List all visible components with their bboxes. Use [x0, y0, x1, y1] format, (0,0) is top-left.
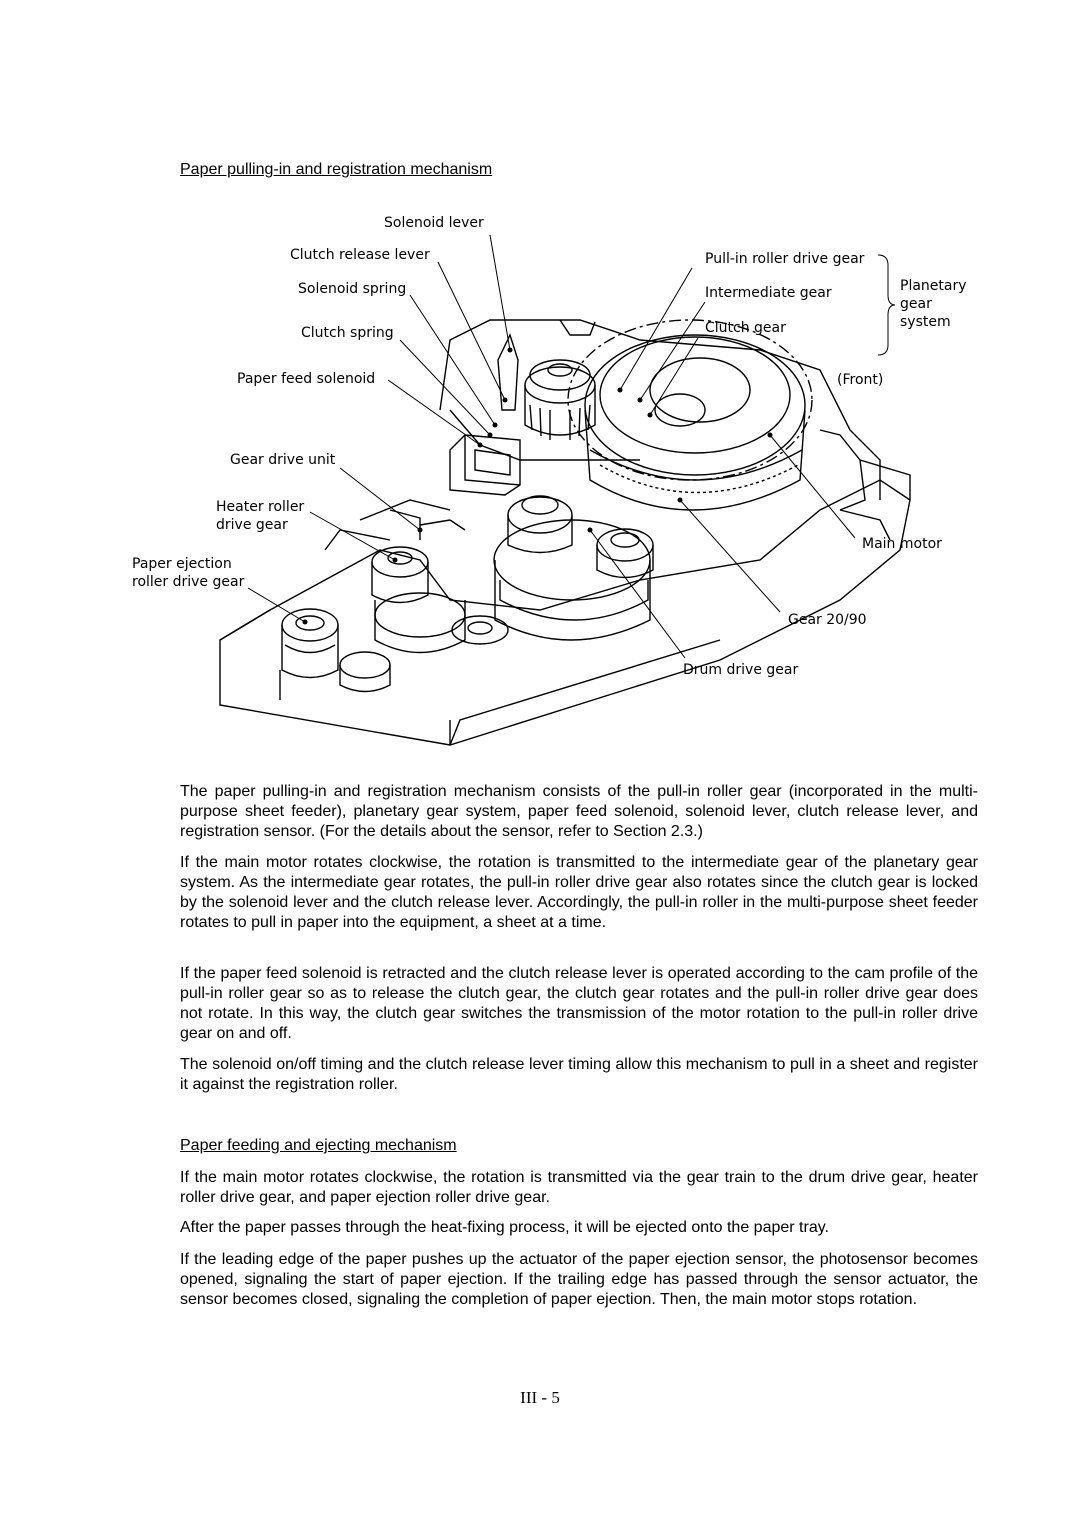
label-planetary-line3: system	[900, 314, 951, 330]
label-gear-20-90: Gear 20/90	[788, 612, 867, 628]
label-front: (Front)	[837, 372, 884, 388]
paragraph-gear-train: If the main motor rotates clockwise, the…	[180, 1169, 978, 1206]
label-paper-feed-solenoid: Paper feed solenoid	[237, 371, 376, 387]
label-drum-drive-gear: Drum drive gear	[683, 662, 799, 678]
label-paper-ejection-line1: Paper ejection	[132, 556, 232, 572]
page-number: III - 5	[520, 1388, 560, 1407]
label-heater-roller-line1: Heater roller	[216, 499, 305, 515]
gear-mechanism-drawing	[219, 234, 911, 746]
section-heading-pulling-in: Paper pulling-in and registration mechan…	[180, 161, 493, 178]
section-heading-feeding-ejecting: Paper feeding and ejecting mechanism	[180, 1137, 457, 1154]
label-clutch-spring: Clutch spring	[301, 325, 394, 341]
label-planetary-line2: gear	[900, 296, 932, 312]
label-paper-ejection-line2: roller drive gear	[132, 574, 245, 590]
label-clutch-gear: Clutch gear	[705, 320, 786, 336]
label-pullin-roller-drive-gear: Pull-in roller drive gear	[705, 251, 865, 267]
paragraph-ejection-sensor: If the leading edge of the paper pushes …	[180, 1251, 978, 1308]
label-solenoid-spring: Solenoid spring	[298, 281, 407, 297]
paragraph-clockwise-rotation: If the main motor rotates clockwise, the…	[180, 854, 978, 931]
label-intermediate-gear: Intermediate gear	[705, 285, 832, 301]
paragraph-heat-fixing: After the paper passes through the heat-…	[180, 1219, 829, 1236]
label-solenoid-lever: Solenoid lever	[384, 215, 484, 231]
label-gear-drive-unit: Gear drive unit	[230, 452, 336, 468]
label-planetary-line1: Planetary	[900, 278, 967, 294]
paragraph-mechanism-components: The paper pulling-in and registration me…	[180, 783, 978, 840]
label-main-motor: Main motor	[862, 536, 942, 552]
label-heater-roller-line2: drive gear	[216, 517, 288, 533]
paragraph-solenoid-retracted: If the paper feed solenoid is retracted …	[180, 965, 978, 1042]
gear-mechanism-figure: Solenoid lever Clutch release lever Sole…	[120, 200, 980, 760]
label-clutch-release-lever: Clutch release lever	[290, 247, 430, 263]
paragraph-timing: The solenoid on/off timing and the clutc…	[180, 1056, 978, 1093]
